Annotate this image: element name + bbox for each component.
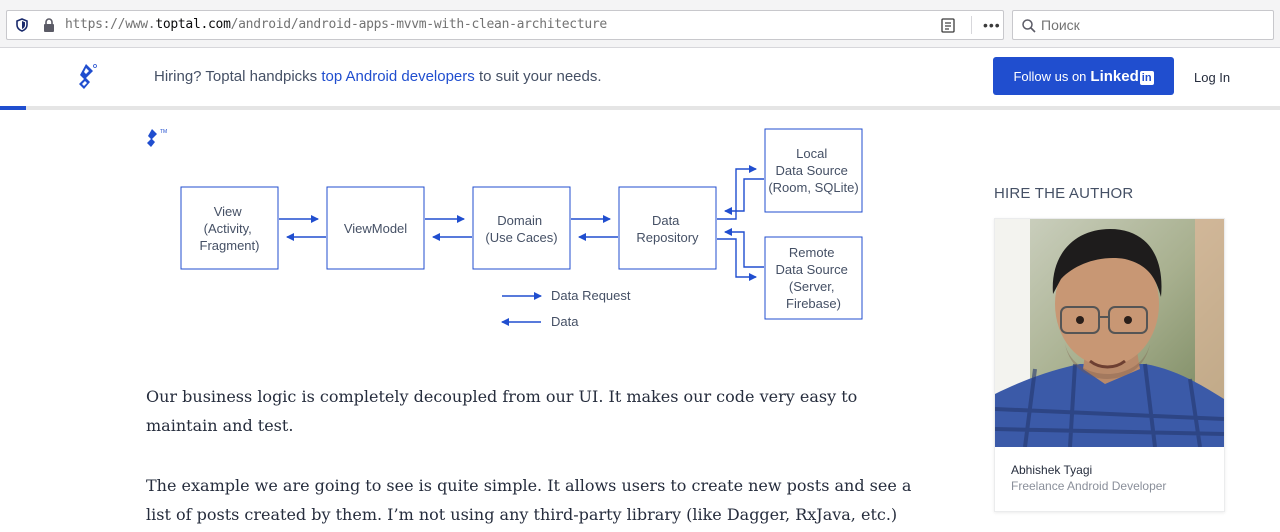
- reading-progress-bar: [0, 106, 1280, 110]
- author-photo[interactable]: [995, 219, 1224, 447]
- view-box-label: View (Activity, Fragment): [200, 204, 260, 253]
- remote-data-source-box: [764, 236, 863, 320]
- search-bar[interactable]: [1012, 10, 1274, 40]
- legend-data-label: Data: [551, 314, 579, 329]
- diagram-toptal-logo-icon: TM: [147, 129, 167, 147]
- tracking-protection-shield-icon[interactable]: [15, 18, 29, 32]
- hiring-banner: Hiring? Toptal handpicks top Android dev…: [154, 68, 602, 85]
- author-card[interactable]: Abhishek Tyagi Freelance Android Develop…: [994, 218, 1225, 512]
- toptal-logo-icon[interactable]: [76, 62, 98, 92]
- viewmodel-box: [326, 186, 425, 270]
- arrow-request-repository-remote: [717, 238, 757, 281]
- article-paragraph: Our business logic is completely decoupl…: [146, 387, 858, 435]
- repository-box-label: Data Repository: [636, 213, 699, 245]
- domain-box: [472, 186, 571, 270]
- toolbar-separator: [971, 16, 972, 34]
- repository-box: [618, 186, 717, 270]
- reader-view-icon[interactable]: [941, 18, 955, 33]
- local-data-source-box: [764, 128, 863, 213]
- view-box: [180, 186, 279, 270]
- legend-request-label: Data Request: [551, 288, 631, 303]
- hire-the-author-heading: HIRE THE AUTHOR: [994, 185, 1134, 202]
- top-android-developers-link[interactable]: top Android developers: [321, 68, 475, 85]
- hiring-suffix: to suit your needs.: [474, 68, 602, 85]
- lock-icon[interactable]: [43, 18, 55, 32]
- arrow-request-repository-local: [717, 165, 757, 220]
- login-link[interactable]: Log In: [1194, 70, 1231, 85]
- site-header: Hiring? Toptal handpicks top Android dev…: [0, 48, 1280, 106]
- architecture-diagram: TM View (Activity, Fragment) ViewModel D…: [140, 120, 900, 340]
- local-data-source-label: Local Data Source (Room, SQLite): [768, 146, 858, 195]
- arrow-data-local-repository: [724, 178, 764, 215]
- domain-box-label: Domain (Use Caces): [485, 213, 557, 245]
- remote-data-source-label: Remote Data Source (Server, Firebase): [776, 245, 852, 311]
- svg-text:TM: TM: [160, 129, 167, 135]
- author-role: Freelance Android Developer: [1011, 479, 1167, 493]
- arrow-data-remote-repository: [724, 228, 764, 268]
- follow-label: Follow us on: [1013, 68, 1087, 84]
- hiring-prefix: Hiring? Toptal handpicks: [154, 68, 322, 85]
- address-bar[interactable]: https://www.toptal.com/android/android-a…: [6, 10, 1004, 40]
- search-input[interactable]: [1041, 16, 1261, 34]
- url-text[interactable]: https://www.toptal.com/android/android-a…: [65, 17, 607, 32]
- architecture-diagram-svg: TM View (Activity, Fragment) ViewModel D…: [147, 128, 863, 329]
- viewmodel-box-label: ViewModel: [344, 221, 407, 236]
- page-actions-menu-icon[interactable]: •••: [983, 17, 1001, 33]
- article-paragraph: The example we are going to see is quite…: [146, 476, 912, 524]
- browser-toolbar: https://www.toptal.com/android/android-a…: [0, 0, 1280, 48]
- search-icon: [1022, 19, 1036, 33]
- author-name[interactable]: Abhishek Tyagi: [1011, 463, 1093, 477]
- author-photo-svg: [995, 219, 1224, 447]
- reading-progress-fill: [0, 106, 26, 110]
